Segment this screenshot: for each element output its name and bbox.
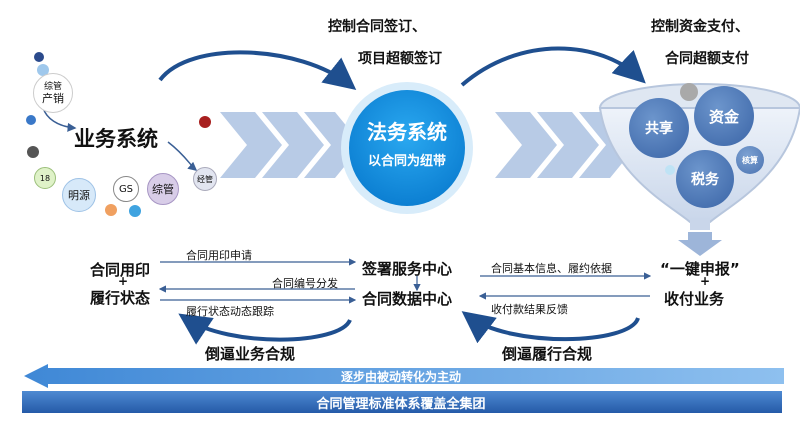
- box-seal-line2: 履行状态: [90, 289, 151, 307]
- sphere-gongxiang: 共享: [629, 98, 689, 158]
- curve-arrow-right-top: [460, 46, 646, 87]
- curve-arrow-left-top: [158, 50, 357, 90]
- bubble-zongguan: 综管: [147, 173, 179, 205]
- dot-skyblue: [129, 205, 141, 217]
- curve-force-business: [178, 313, 352, 345]
- label-status-tracking: 履行状态动态跟踪: [186, 305, 274, 318]
- label-seal-request: 合同用印申请: [186, 249, 252, 262]
- chevrons-left: [220, 112, 362, 178]
- label-control-signing-line1: 控制合同签订、: [328, 19, 426, 35]
- bubble-jingguan: 经管: [193, 167, 217, 191]
- dot-gray: [27, 146, 39, 158]
- receipt-payment-business: 收付业务: [664, 290, 725, 308]
- bubble-18: 18: [34, 167, 56, 189]
- one-click-declare: “一键申报”: [660, 260, 740, 278]
- banner-passive-arrow: [24, 364, 784, 388]
- legal-system-title: 法务系统: [367, 120, 447, 144]
- business-system-title: 业务系统: [74, 127, 158, 151]
- sphere-shuiwu: 税务: [676, 150, 734, 208]
- banner-coverage: 合同管理标准体系覆盖全集团: [316, 396, 486, 412]
- funnel-neck: [690, 218, 710, 230]
- funnel-dot-lightblue: [665, 165, 675, 175]
- label-control-payment-line2: 合同超额支付: [665, 51, 749, 67]
- force-performance-compliance: 倒逼履行合规: [502, 345, 593, 363]
- dot-blue-big: [26, 115, 36, 125]
- funnel-dot-gray: [680, 83, 698, 101]
- box-seal-line1: 合同用印: [90, 261, 151, 279]
- dot-dark-blue: [34, 52, 44, 62]
- signing-service-center: 签署服务中心: [362, 260, 453, 278]
- right-plus: +: [700, 274, 711, 288]
- legal-system-subtitle: 以合同为纽带: [367, 154, 446, 169]
- contract-data-center: 合同数据中心: [362, 290, 453, 308]
- bubble-zongguan-chanxiao: 综管 产销: [33, 73, 73, 113]
- label-control-payment-line1: 控制资金支付、: [651, 19, 749, 35]
- label-control-signing-line2: 项目超额签订: [358, 51, 442, 67]
- sphere-hesuan: 核算: [736, 146, 764, 174]
- small-arrow-jingguan: [167, 141, 198, 171]
- funnel-down-arrow: [678, 232, 722, 256]
- bubble-gs: GS: [113, 176, 139, 202]
- box-seal-plus: +: [118, 274, 129, 288]
- bubble-mingyuan: 明源: [62, 178, 96, 212]
- label-basic-info: 合同基本信息、履约依据: [491, 262, 612, 275]
- dot-red: [199, 116, 211, 128]
- curve-force-performance: [461, 311, 640, 344]
- dot-orange: [105, 204, 117, 216]
- banner-passive-to-active: 逐步由被动转化为主动: [340, 369, 461, 384]
- legal-system-circle: [349, 90, 465, 206]
- force-business-compliance: 倒逼业务合规: [205, 345, 296, 363]
- banner-coverage-bg: [22, 391, 782, 413]
- label-payment-feedback: 收付款结果反馈: [491, 303, 568, 316]
- sphere-zijin: 资金: [694, 86, 754, 146]
- label-contract-number: 合同编号分发: [272, 277, 338, 290]
